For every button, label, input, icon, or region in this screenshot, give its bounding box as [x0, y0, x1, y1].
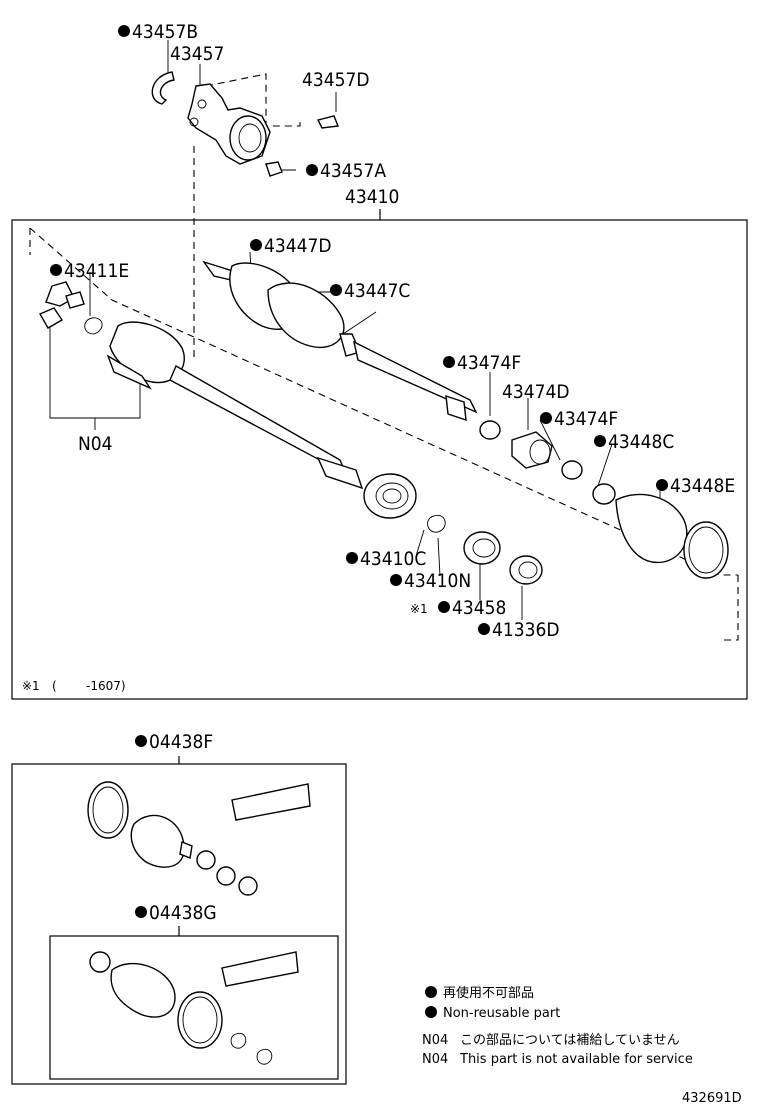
- footnote-paren-open: (: [52, 679, 57, 693]
- footnote-range: -1607): [86, 679, 126, 693]
- label-43474d: 43474D: [502, 381, 570, 403]
- label-43474f-1: 43474F: [457, 352, 521, 374]
- nonreusable-dot-43410n: [390, 574, 402, 586]
- legend-dot-en: [425, 1006, 437, 1018]
- seal-43458: [463, 531, 501, 565]
- clamp-43474f-1: [479, 420, 501, 440]
- legend-jp-n04-code: N04: [422, 1033, 448, 1048]
- nonreusable-dot-43457a: [306, 164, 318, 176]
- snap-ring-43410n: [427, 514, 446, 533]
- label-43410: 43410: [345, 186, 399, 208]
- legend-en-n04-code: N04: [422, 1052, 448, 1067]
- nonreusable-dot-04438f: [135, 735, 147, 747]
- label-43448e: 43448E: [670, 475, 735, 497]
- frame-04438F: [11, 763, 347, 1085]
- nonreusable-dot-43447d: [250, 239, 262, 251]
- label-04438f: 04438F: [149, 731, 213, 753]
- legend-dot-jp: [425, 986, 437, 998]
- nonreusable-dot-41336d: [478, 623, 490, 635]
- kit-04438f-parts: [87, 781, 311, 896]
- nonreusable-dot-43447c: [330, 284, 342, 296]
- label-43457b: 43457B: [132, 21, 198, 43]
- nonreusable-dot-04438g: [135, 906, 147, 918]
- label-43457a: 43457A: [320, 160, 386, 182]
- label-04438g: 04438G: [149, 902, 217, 924]
- label-43410c: 43410C: [360, 548, 426, 570]
- label-43447c: 43447C: [344, 280, 410, 302]
- nonreusable-dot-43448c: [594, 435, 606, 447]
- nonreusable-dot-43457b: [118, 25, 130, 37]
- clamp-43448c: [592, 483, 616, 505]
- frame-04438G: [49, 935, 339, 1080]
- joint-43474d: [511, 431, 553, 469]
- kit-04438g-parts: [89, 951, 299, 1065]
- label-43457d: 43457D: [302, 69, 370, 91]
- footnote-mark: ※1: [22, 679, 40, 693]
- legend-en-n04-text: This part is not available for service: [459, 1052, 693, 1067]
- nonreusable-dot-43474f-1: [443, 356, 455, 368]
- bearing-43410c: [363, 473, 417, 519]
- nonreusable-dot-43410c: [346, 552, 358, 564]
- label-43474f-2: 43474F: [554, 408, 618, 430]
- label-43457: 43457: [170, 43, 224, 65]
- label-43410n: 43410N: [404, 570, 471, 592]
- label-41336d: 41336D: [492, 619, 560, 641]
- nonreusable-dot-43458: [438, 601, 450, 613]
- boot-43448e: [615, 493, 729, 579]
- seal-41336d: [509, 555, 543, 585]
- note-mark-43458: ※1: [410, 602, 428, 616]
- outer-joint-assembly: [202, 260, 478, 422]
- label-43458: 43458: [452, 597, 506, 619]
- label-43448c: 43448C: [608, 431, 674, 453]
- diagram-id: 432691D: [682, 1091, 742, 1106]
- nonreusable-dot-43448e: [656, 479, 668, 491]
- nonreusable-dot-43411e: [50, 264, 62, 276]
- label-43411e: 43411E: [64, 260, 129, 282]
- label-n04: N04: [78, 433, 113, 455]
- legend-jp-n04-text: この部品については補給していません: [460, 1033, 680, 1048]
- clamp-43474f-2: [561, 460, 583, 480]
- inner-joint-assembly: [39, 281, 364, 490]
- legend-en-nonreusable: Non-reusable part: [443, 1006, 560, 1021]
- legend-jp-nonreusable: 再使用不可部品: [443, 985, 534, 1001]
- nonreusable-dot-43474f-2: [540, 412, 552, 424]
- label-43447d: 43447D: [264, 235, 332, 257]
